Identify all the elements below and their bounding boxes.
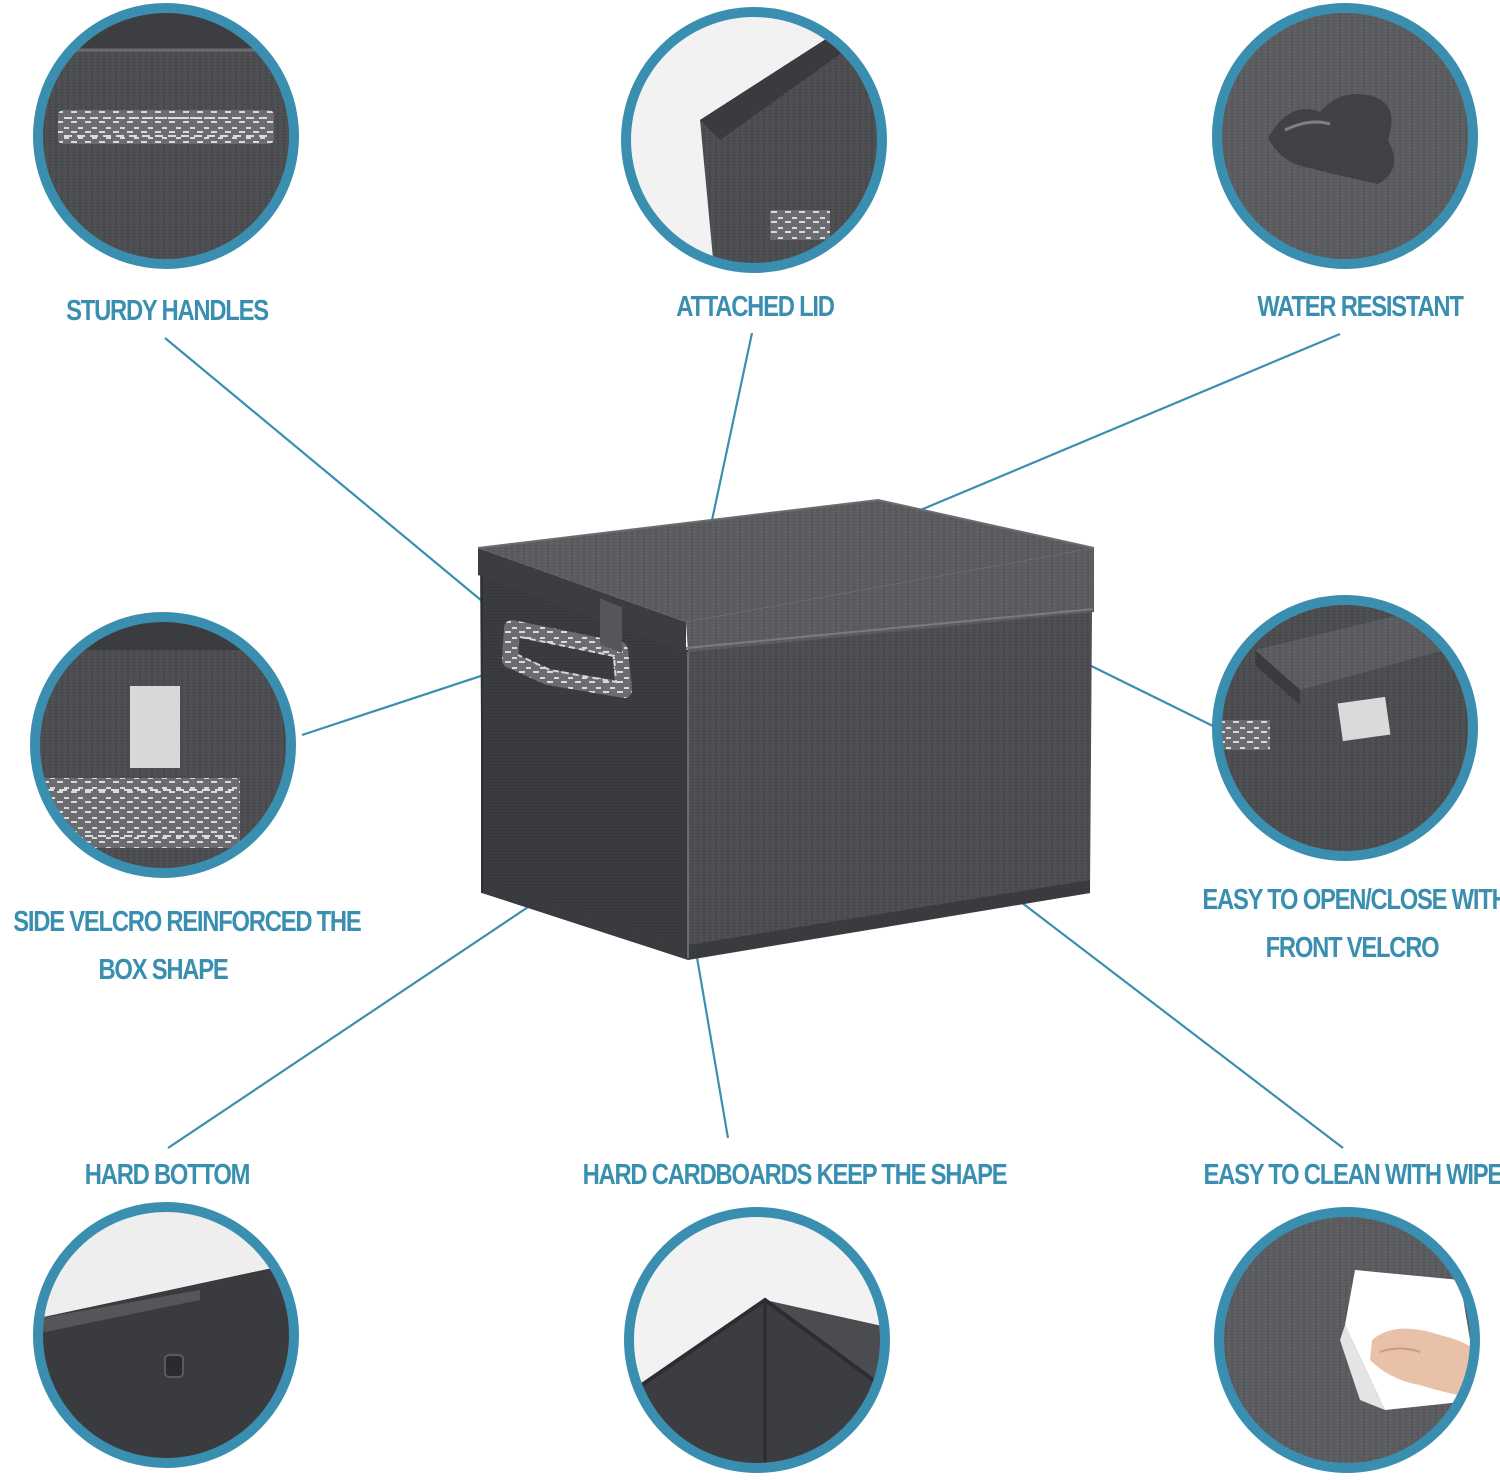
label-easy-clean: EASY TO CLEAN WITH WIPES xyxy=(1203,1159,1500,1191)
detail-circle-bottom xyxy=(33,1202,299,1468)
label-water-resistant: WATER RESISTANT xyxy=(1257,291,1463,323)
label-side-velcro-line2: BOX SHAPE xyxy=(98,954,228,986)
pointer-line-handles xyxy=(164,337,524,636)
label-side-velcro-line1: SIDE VELCRO REINFORCED THE xyxy=(13,906,361,938)
detail-circle-water xyxy=(1212,3,1478,269)
label-hard-cardboards: HARD CARDBOARDS KEEP THE SHAPE xyxy=(582,1159,1008,1191)
label-hard-bottom: HARD BOTTOM xyxy=(84,1159,251,1191)
pointer-line-clean xyxy=(961,856,1344,1149)
detail-circle-side-velcro xyxy=(30,612,296,878)
label-front-velcro-line2: FRONT VELCRO xyxy=(1265,932,1440,964)
detail-circle-lid xyxy=(621,7,887,273)
storage-box-image xyxy=(477,498,1095,960)
pointer-line-bottom xyxy=(167,888,556,1149)
label-sturdy-handles: STURDY HANDLES xyxy=(66,295,269,327)
pointer-line-lid xyxy=(703,332,754,554)
label-attached-lid: ATTACHED LID xyxy=(676,291,835,323)
detail-circle-cardboards xyxy=(624,1207,890,1473)
detail-circle-clean xyxy=(1214,1207,1480,1473)
pointer-line-water xyxy=(879,332,1341,529)
detail-circle-handles xyxy=(33,3,299,269)
label-front-velcro-line1: EASY TO OPEN/CLOSE WITH xyxy=(1202,884,1500,916)
detail-circle-front-velcro xyxy=(1212,595,1478,861)
